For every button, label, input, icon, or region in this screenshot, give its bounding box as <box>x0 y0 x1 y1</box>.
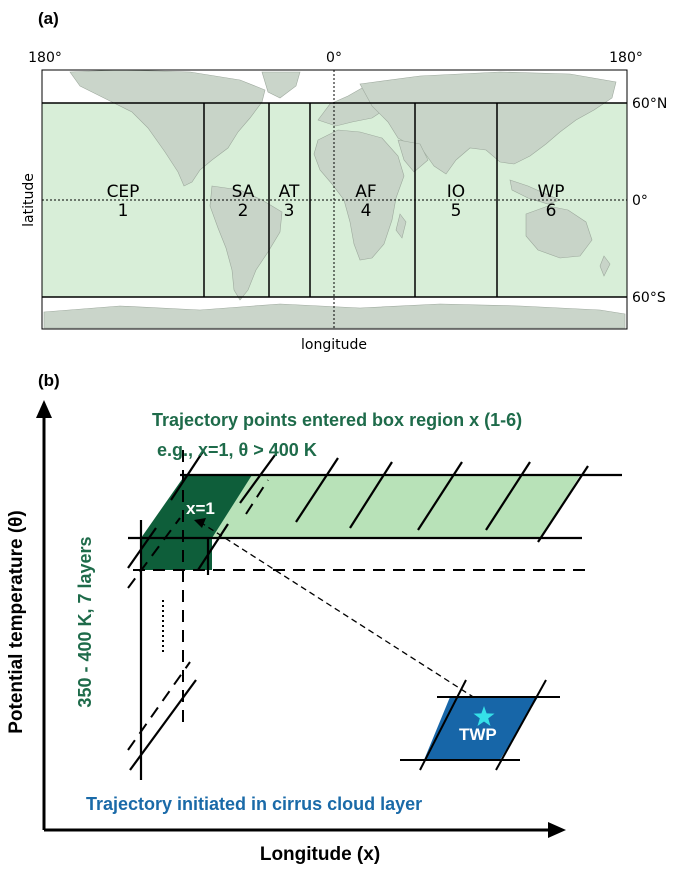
star-icon <box>473 706 495 726</box>
region-name-at: AT <box>279 182 300 202</box>
region-number-5: 5 <box>451 201 462 221</box>
schematic-xlabel: Longitude (x) <box>260 844 380 865</box>
trajectory-arrowhead <box>194 518 206 528</box>
dashed-lines <box>127 450 588 751</box>
schematic-axes <box>36 400 566 838</box>
twp-label: TWP <box>459 725 497 744</box>
region-number-1: 1 <box>118 201 129 221</box>
lon-tick-center: 0° <box>326 50 342 66</box>
layer-lines <box>127 449 622 780</box>
region-name-af: AF <box>355 182 376 202</box>
region-number-4: 4 <box>361 201 372 221</box>
land-masses <box>43 69 626 329</box>
map-xlabel: longitude <box>301 337 367 353</box>
trajectory-path <box>199 521 479 701</box>
panel-b-title-line1: Trajectory points entered box region x (… <box>152 410 522 430</box>
light-green-boxes <box>212 475 622 538</box>
map-ylabel: latitude <box>21 173 37 227</box>
panel-a-label: (a) <box>38 9 59 28</box>
region-name-cep: CEP <box>107 182 140 202</box>
twp-box <box>400 679 560 771</box>
region-number-2: 2 <box>238 201 249 221</box>
region-name-io: IO <box>447 182 465 202</box>
region-name-wp: WP <box>537 182 564 202</box>
lat-tick-north: 60°N <box>632 96 667 112</box>
schematic-ylabel: Potential temperature (θ) <box>6 510 27 734</box>
lon-tick-right: 180° <box>609 50 643 66</box>
layers-label: 350 - 400 K, 7 layers <box>75 536 95 707</box>
x1-box-label: x=1 <box>186 499 215 518</box>
region-number-3: 3 <box>284 201 295 221</box>
initiated-label: Trajectory initiated in cirrus cloud lay… <box>86 794 422 814</box>
lat-tick-south: 60°S <box>632 290 666 306</box>
panel-b-title-line2: e.g., x=1, θ > 400 K <box>157 440 317 460</box>
lat-tick-equator: 0° <box>632 193 648 209</box>
region-number-6: 6 <box>546 201 557 221</box>
region-name-sa: SA <box>232 182 255 202</box>
world-map <box>41 69 628 330</box>
panel-b-label: (b) <box>38 371 60 390</box>
lon-tick-left: 180° <box>28 50 62 66</box>
